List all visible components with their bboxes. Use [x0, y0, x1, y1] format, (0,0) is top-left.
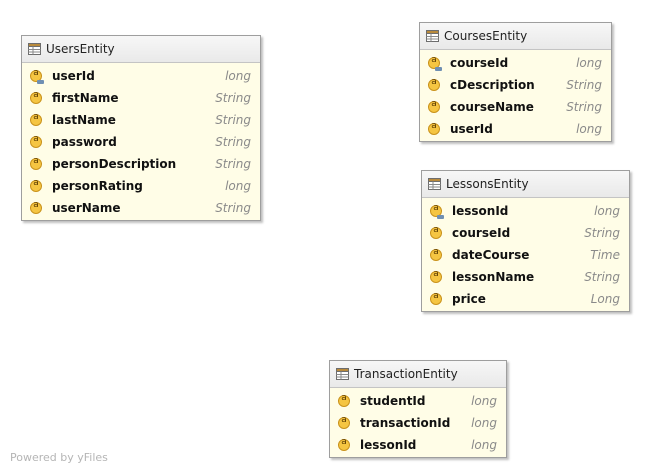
- entity-header[interactable]: LessonsEntity: [422, 171, 629, 198]
- field-type: String: [215, 201, 251, 215]
- key-field-icon: [428, 55, 442, 71]
- field-row[interactable]: cDescription String: [420, 74, 611, 96]
- field-name: courseId: [452, 226, 511, 240]
- field-name: userId: [450, 122, 493, 136]
- field-row[interactable]: lessonId long: [422, 200, 629, 222]
- field-name: lessonId: [452, 204, 509, 218]
- field-type: long: [225, 69, 251, 83]
- entity-header[interactable]: TransactionEntity: [330, 361, 506, 388]
- field-name: lessonName: [452, 270, 535, 284]
- field-row[interactable]: userId long: [420, 118, 611, 140]
- field-icon: [338, 437, 350, 451]
- field-icon: [30, 112, 42, 126]
- field-type: String: [566, 78, 602, 92]
- key-field-icon: [30, 68, 44, 84]
- field-type: Time: [590, 248, 620, 262]
- table-icon: [336, 368, 349, 380]
- field-name: lastName: [52, 113, 116, 127]
- field-name: personRating: [52, 179, 143, 193]
- entity-CoursesEntity[interactable]: CoursesEntitycourseIdlongcDescriptionStr…: [419, 22, 612, 142]
- field-icon: [430, 247, 442, 261]
- field-name: userId: [52, 69, 95, 83]
- entity-title: CoursesEntity: [444, 29, 528, 43]
- field-row[interactable]: transactionId long: [330, 412, 506, 434]
- entity-header[interactable]: CoursesEntity: [420, 23, 611, 50]
- field-row[interactable]: courseId long: [420, 52, 611, 74]
- field-type: long: [471, 394, 497, 408]
- field-icon: [30, 156, 42, 170]
- watermark: Powered by yFiles: [10, 451, 108, 464]
- field-type: long: [471, 438, 497, 452]
- field-type: long: [594, 204, 620, 218]
- field-type: String: [584, 226, 620, 240]
- field-icon: [428, 99, 440, 113]
- field-type: long: [576, 122, 602, 136]
- field-name: courseName: [450, 100, 534, 114]
- field-row[interactable]: lessonName String: [422, 266, 629, 288]
- field-row[interactable]: personRating long: [22, 175, 260, 197]
- field-icon: [30, 134, 42, 148]
- field-type: long: [471, 416, 497, 430]
- field-row[interactable]: dateCourse Time: [422, 244, 629, 266]
- field-row[interactable]: studentId long: [330, 390, 506, 412]
- table-icon: [428, 178, 441, 190]
- entity-LessonsEntity[interactable]: LessonsEntitylessonIdlongcourseIdStringd…: [421, 170, 630, 312]
- field-row[interactable]: courseName String: [420, 96, 611, 118]
- field-icon: [428, 77, 440, 91]
- table-icon: [28, 43, 41, 55]
- field-name: dateCourse: [452, 248, 530, 262]
- field-icon: [30, 200, 42, 214]
- field-type: String: [215, 157, 251, 171]
- field-row[interactable]: userId long: [22, 65, 260, 87]
- field-name: studentId: [360, 394, 426, 408]
- field-row[interactable]: courseId String: [422, 222, 629, 244]
- field-name: price: [452, 292, 486, 306]
- field-type: String: [215, 113, 251, 127]
- entity-header[interactable]: UsersEntity: [22, 36, 260, 63]
- field-icon: [430, 225, 442, 239]
- field-name: courseId: [450, 56, 509, 70]
- field-row[interactable]: lessonId long: [330, 434, 506, 456]
- field-row[interactable]: firstName String: [22, 87, 260, 109]
- field-name: transactionId: [360, 416, 451, 430]
- field-name: personDescription: [52, 157, 177, 171]
- field-row[interactable]: lastName String: [22, 109, 260, 131]
- field-type: Long: [590, 292, 620, 306]
- key-field-icon: [430, 203, 444, 219]
- field-type: String: [584, 270, 620, 284]
- field-type: String: [215, 91, 251, 105]
- field-type: long: [576, 56, 602, 70]
- field-name: lessonId: [360, 438, 417, 452]
- field-name: password: [52, 135, 117, 149]
- entity-TransactionEntity[interactable]: TransactionEntitystudentIdlongtransactio…: [329, 360, 507, 458]
- field-icon: [30, 90, 42, 104]
- field-name: userName: [52, 201, 121, 215]
- table-icon: [426, 30, 439, 42]
- field-row[interactable]: personDescription String: [22, 153, 260, 175]
- entity-title: LessonsEntity: [446, 177, 529, 191]
- field-row[interactable]: price Long: [422, 288, 629, 310]
- field-icon: [428, 121, 440, 135]
- field-icon: [338, 393, 350, 407]
- field-row[interactable]: userName String: [22, 197, 260, 219]
- field-icon: [430, 291, 442, 305]
- entity-UsersEntity[interactable]: UsersEntityuserIdlongfirstNameStringlast…: [21, 35, 261, 221]
- entity-title: UsersEntity: [46, 42, 115, 56]
- field-type: long: [225, 179, 251, 193]
- field-icon: [338, 415, 350, 429]
- field-name: firstName: [52, 91, 119, 105]
- field-type: String: [566, 100, 602, 114]
- field-icon: [30, 178, 42, 192]
- field-name: cDescription: [450, 78, 535, 92]
- entity-title: TransactionEntity: [354, 367, 458, 381]
- field-icon: [430, 269, 442, 283]
- field-type: String: [215, 135, 251, 149]
- field-row[interactable]: password String: [22, 131, 260, 153]
